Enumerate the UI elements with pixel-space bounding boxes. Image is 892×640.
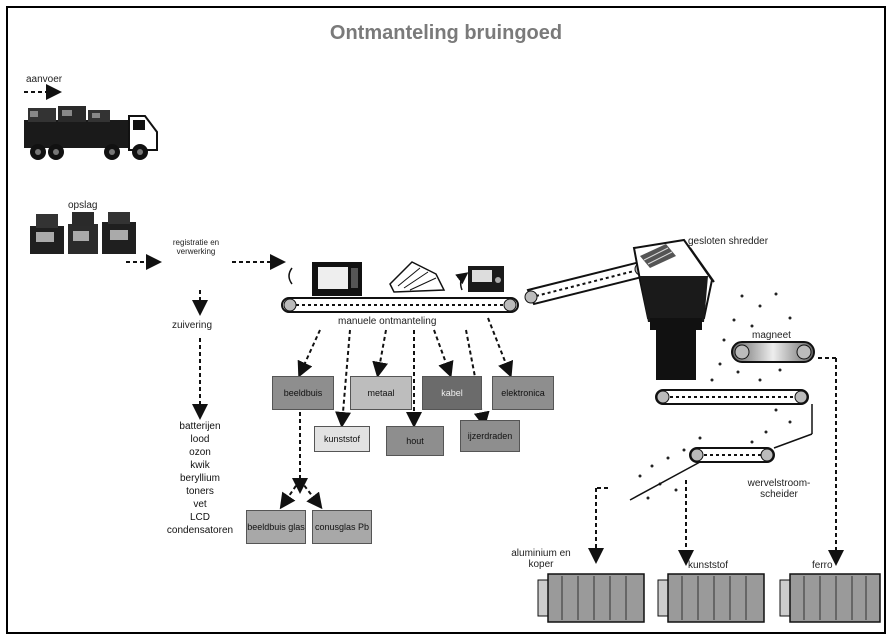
incline-conveyor — [524, 260, 648, 306]
fraction-box-kunststof: kunststof — [314, 426, 370, 452]
container-label-kunststof: kunststof — [688, 560, 729, 571]
list-item: kwik — [190, 460, 210, 471]
list-item: lood — [190, 434, 210, 445]
belt-to-fractions-arrows — [279, 317, 514, 510]
list-item: ozon — [189, 447, 211, 458]
fraction-box-beeldbuis: beeldbuis — [272, 376, 334, 410]
registratie-label: registratie en verwerking — [172, 238, 220, 256]
opslag-appliances-icon — [30, 212, 136, 254]
manual-conveyor-belt — [281, 297, 519, 313]
list-item: LCD — [189, 512, 210, 523]
container-aluminium — [537, 573, 645, 623]
aanvoer-label: aanvoer — [26, 74, 63, 85]
list-item: vet — [193, 499, 207, 510]
eddy-current-conveyor — [629, 447, 775, 501]
return-path — [773, 404, 813, 449]
fraction-box-elektronica: elektronica — [492, 376, 554, 410]
magnet-conveyor — [731, 341, 815, 363]
manual-dismantling-label: manuele ontmanteling — [338, 316, 437, 327]
eddy-current-label: wervelstroom-scheider — [747, 478, 811, 500]
shredder — [632, 238, 715, 380]
fraction-box-beeldbuis-glas: beeldbuis glas — [246, 510, 306, 544]
shredder-label: gesloten shredder — [688, 236, 769, 247]
turntable-icon — [389, 261, 446, 293]
diagram-title: Ontmanteling bruingoed — [329, 22, 563, 44]
container-kunststof — [657, 573, 765, 623]
list-item: beryllium — [179, 473, 220, 484]
list-item: toners — [186, 486, 214, 497]
to-containers-arrows — [588, 357, 844, 566]
tv-icon — [312, 262, 362, 296]
lower-conveyor — [655, 389, 809, 405]
particles — [638, 292, 792, 500]
fraction-box-ijzerdraden: ijzerdraden — [460, 420, 520, 452]
container-label-aluminium: aluminium en koper — [511, 548, 571, 570]
loop-arrow — [288, 267, 293, 285]
fraction-box-kabel: kabel — [422, 376, 482, 410]
magnet-label: magneet — [752, 330, 791, 341]
diagram-frame — [6, 6, 886, 634]
fraction-box-metaal: metaal — [350, 376, 412, 410]
container-ferro — [779, 573, 881, 623]
truck-icon — [24, 106, 158, 160]
fraction-box-conusglas: conusglas Pb — [312, 510, 372, 544]
opslag-label: opslag — [68, 200, 98, 211]
fraction-box-hout: hout — [386, 426, 444, 456]
list-item: condensatoren — [166, 525, 234, 536]
list-item: batterijen — [179, 421, 221, 432]
zuivering-label: zuivering — [172, 320, 213, 331]
hazardous-list: batterijen lood ozon kwik beryllium tone… — [150, 420, 250, 537]
container-label-ferro: ferro — [812, 560, 833, 571]
radio-icon — [455, 266, 504, 292]
